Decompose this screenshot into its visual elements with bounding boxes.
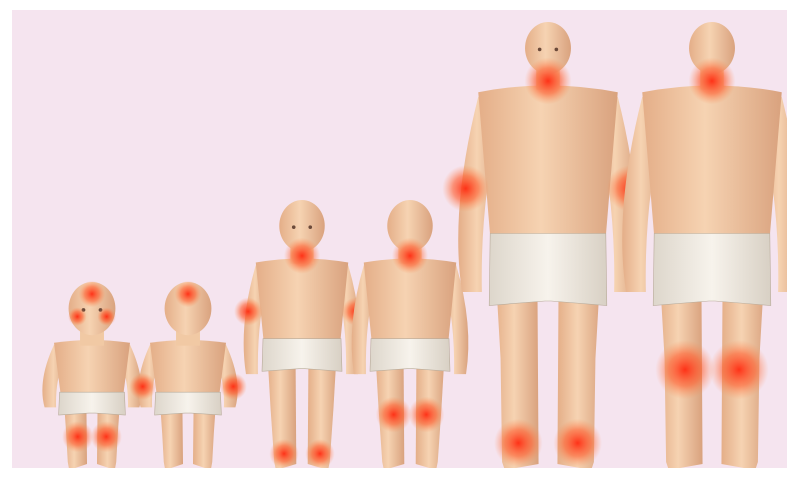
diaper (59, 392, 126, 415)
left-eye (292, 225, 296, 229)
left-eye (538, 48, 542, 52)
lesion-elbows-1 (442, 165, 489, 212)
lesion-neck-1 (689, 57, 736, 104)
eczema-distribution-illustration (12, 10, 787, 468)
lesion-neck-1 (525, 57, 572, 104)
lesion-ankles-2 (305, 439, 334, 468)
lesion-neck-1 (392, 238, 428, 274)
lesion-elbows-2 (220, 373, 247, 400)
lesion-ankles-1 (269, 439, 298, 468)
lesion-scalp-1 (79, 281, 106, 308)
right-eye (555, 48, 559, 52)
underwear (489, 234, 607, 306)
lesion-ankles-2 (553, 419, 602, 468)
diaper (155, 392, 222, 415)
lesion-knees-1 (655, 340, 714, 399)
lesion-cheeks-2 (97, 307, 116, 326)
underwear (653, 234, 771, 306)
lesion-neck-1 (284, 238, 320, 274)
lesion-elbows-1 (234, 297, 262, 325)
lesion-cheeks-1 (68, 307, 87, 326)
lesion-knees-2 (408, 397, 444, 433)
lesion-ankles-1 (494, 419, 543, 468)
underwear (370, 339, 450, 372)
lesion-knees-1 (376, 397, 412, 433)
lesion-elbows-1 (129, 373, 156, 400)
lesion-knees-1 (62, 421, 93, 452)
underwear (262, 339, 342, 372)
lesion-scalp-1 (175, 281, 202, 308)
lesion-knees-2 (91, 421, 122, 452)
right-eye (308, 225, 312, 229)
lesion-knees-2 (709, 340, 768, 399)
